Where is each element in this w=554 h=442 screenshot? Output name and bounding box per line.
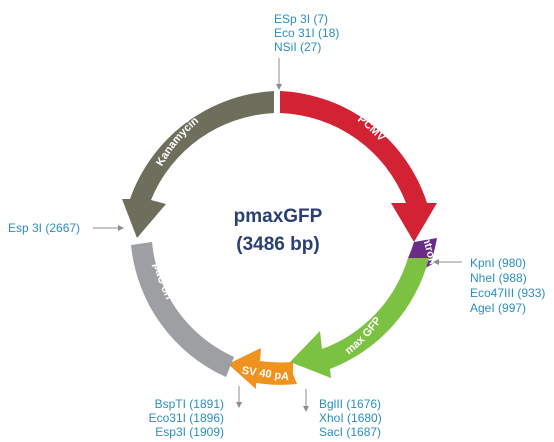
site-label-eco47iii: Eco47III (933) — [470, 286, 545, 300]
site-label-saci: SacI (1687) — [319, 425, 381, 439]
pcmv-segment — [280, 91, 437, 242]
puc-ori-segment — [131, 242, 234, 377]
sv40pa-segment — [228, 348, 297, 389]
site-label-eco31i-1896: Eco31I (1896) — [149, 411, 224, 425]
site-label-nsii-27: NSiI (27) — [274, 40, 321, 54]
site-label-nhei: NheI (988) — [470, 271, 527, 285]
site-label-bglii: BglII (1676) — [319, 397, 381, 411]
site-label-esp3i-1909: Esp3I (1909) — [155, 425, 224, 439]
site-label-eco31i-18: Eco 31I (18) — [274, 26, 339, 40]
left-site-pointer-head — [118, 225, 124, 231]
top-site-pointer-head — [276, 84, 282, 90]
site-label-xhoi: XhoI (1680) — [319, 411, 382, 425]
site-label-kpni: KpnI (980) — [470, 256, 526, 270]
site-label-bspti: BspTI (1891) — [155, 397, 224, 411]
plasmid-name: pmaxGFP — [234, 206, 323, 227]
bottom-left-site-pointer-head — [236, 402, 242, 408]
kanamycin-segment — [122, 91, 274, 238]
right-site-pointer-head — [433, 259, 439, 265]
site-label-esp3i-2667: Esp 3I (2667) — [8, 221, 80, 235]
site-label-esp3i-7: ESp 3I (7) — [274, 12, 328, 26]
site-label-agei: AgeI (997) — [470, 301, 526, 315]
plasmid-size: (3486 bp) — [236, 234, 319, 255]
bottom-right-site-pointer-head — [303, 406, 309, 412]
maxgfp-segment — [290, 258, 429, 378]
